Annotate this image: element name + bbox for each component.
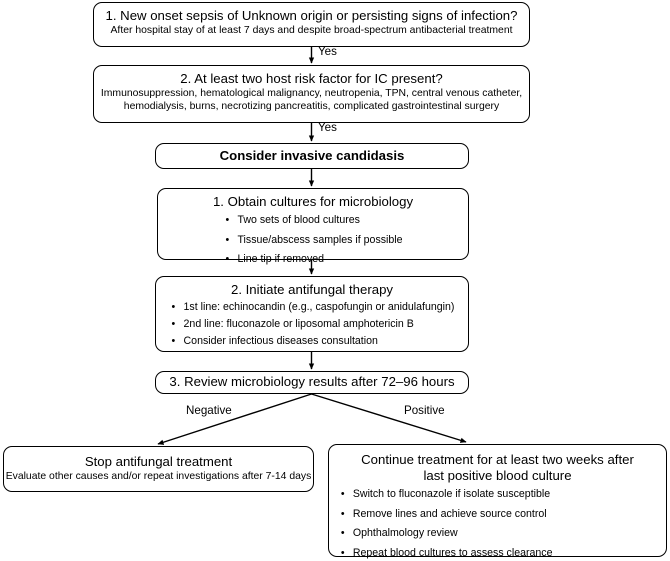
edge-label-positive: Positive [404,404,445,417]
connector-review-continue [311,393,467,443]
list-item: Tissue/abscess samples if possible [223,231,402,251]
list-item: Line tip if removed [223,250,402,270]
list-item: Ophthalmology review [339,524,656,544]
node-consider-title: Consider invasive candidasis [219,148,405,163]
node-step1-title: 1. New onset sepsis of Unknown origin or… [105,8,518,23]
connector-review-stop [157,393,312,445]
edge-label-yes-2: Yes [318,121,337,134]
node-cultures-bullet-list: Two sets of blood cultures Tissue/absces… [223,211,402,270]
node-step2-risk-factors[interactable]: 2. At least two host risk factor for IC … [93,65,530,123]
node-continue-title: Continue treatment for at least two week… [361,452,634,483]
node-cultures-title: 1. Obtain cultures for microbiology [212,194,414,209]
node-consider-invasive-candidiasis[interactable]: Consider invasive candidasis [155,143,469,169]
node-stop-subtitle: Evaluate other causes and/or repeat inve… [5,471,312,482]
node-continue-bullet-list: Switch to fluconazole if isolate suscept… [339,485,656,561]
list-item: Two sets of blood cultures [223,211,402,231]
node-therapy-bullet-list: 1st line: echinocandin (e.g., caspofungi… [170,299,455,350]
node-stop-title: Stop antifungal treatment [84,454,233,469]
node-continue-treatment[interactable]: Continue treatment for at least two week… [328,444,667,561]
list-item: Switch to fluconazole if isolate suscept… [339,485,656,505]
list-item: 2nd line: fluconazole or liposomal ampho… [170,316,455,333]
node-step1-subtitle: After hospital stay of at least 7 days a… [110,25,513,36]
edge-label-negative: Negative [186,404,232,417]
node-step1-sepsis[interactable]: 1. New onset sepsis of Unknown origin or… [93,2,530,47]
node-step2-title: 2. At least two host risk factor for IC … [180,71,443,86]
list-item: Remove lines and achieve source control [339,505,656,525]
node-obtain-cultures[interactable]: 1. Obtain cultures for microbiology Two … [157,188,469,269]
edge-label-yes-1: Yes [318,45,337,58]
list-item: 1st line: echinocandin (e.g., caspofungi… [170,299,455,316]
node-therapy-title: 2. Initiate antifungal therapy [230,282,394,297]
node-initiate-antifungal-therapy[interactable]: 2. Initiate antifungal therapy 1st line:… [155,276,469,352]
list-item: Repeat blood cultures to assess clearanc… [339,544,656,561]
node-review-title: 3. Review microbiology results after 72–… [169,374,455,389]
node-step2-subtitle-line2: hemodialysis, burns, necrotizing pancrea… [123,101,500,112]
list-item: Consider infectious diseases consultatio… [170,333,455,350]
node-review-microbiology[interactable]: 3. Review microbiology results after 72–… [155,371,469,394]
node-stop-antifungal-treatment[interactable]: Stop antifungal treatment Evaluate other… [3,446,314,492]
node-step2-subtitle-line1: Immunosuppression, hematological maligna… [100,88,523,99]
